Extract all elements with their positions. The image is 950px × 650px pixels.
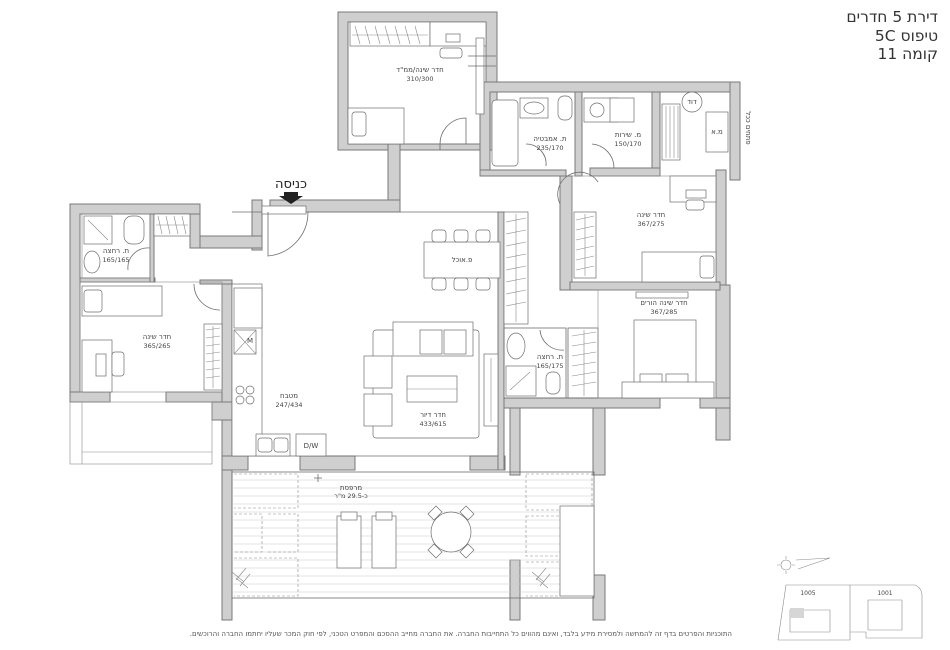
guest-shower-dims: 165/165: [102, 256, 129, 264]
master-bath-dims: 235/170: [536, 144, 563, 152]
unit-type: טיפוס 5C: [874, 26, 938, 45]
living-dims: 433/615: [419, 420, 446, 428]
parents-bedroom-dims: 367/285: [650, 308, 677, 316]
dryer-label: דוד: [687, 98, 697, 106]
fridge-label: M: [247, 337, 253, 345]
parents-shower-dims: 165/175: [536, 362, 563, 370]
key-plan-1005: 1005: [800, 590, 815, 597]
side-note: פתחים ככל: [744, 111, 752, 144]
mamad-name: חדר שינה/ממ"ד: [396, 66, 443, 74]
disclaimer: התוכניות והפרטים בדף זה להמחשה ולמסירת מ…: [189, 630, 732, 638]
service-dims: 150/170: [614, 140, 641, 148]
apartment-type: דירת 5 חדרים: [846, 8, 938, 26]
mamad-dims: 310/300: [406, 75, 433, 83]
dining-name: פ.אוכל: [452, 256, 473, 264]
balcony-name: מרפסת: [340, 484, 362, 492]
wardrobes: [153, 21, 597, 396]
bedroom-west-dims: 365/265: [143, 342, 170, 350]
parents-bedroom-name: חדר שינה הורים: [640, 299, 687, 307]
dishwasher-label: D/W: [304, 442, 319, 450]
floor-number: קומה 11: [877, 45, 938, 63]
living-name: חדר דיור: [420, 411, 446, 419]
balcony-deck: [231, 471, 595, 599]
master-bath-name: ת. אמבטיה: [533, 135, 566, 143]
bedroom-east-name: חדר שינה: [637, 211, 665, 219]
walls: [69, 11, 741, 621]
furniture: [81, 21, 729, 457]
service-name: מ. שירות: [615, 131, 641, 139]
key-plan: 1005 1001: [777, 556, 923, 641]
balcony-area: כ-29.5 מ"ר: [334, 492, 368, 500]
bedroom-east-dims: 367/275: [637, 220, 664, 228]
entrance-label: כניסה: [275, 177, 307, 192]
key-plan-1001: 1001: [877, 590, 892, 597]
bedroom-west-name: חדר שינה: [143, 333, 171, 341]
parents-shower-name: ת. רחצה: [537, 353, 563, 361]
guest-shower-name: ת. רחצה: [103, 247, 129, 255]
washer-label: מ.א: [711, 128, 723, 136]
room-labels: כניסה חדר שינה/ממ"ד 310/300 ת. אמבטיה 23…: [102, 66, 752, 500]
title-block: דירת 5 חדרים טיפוס 5C קומה 11: [846, 8, 938, 64]
kitchen-dims: 247/434: [275, 401, 302, 409]
kitchen-name: מטבח: [280, 392, 298, 400]
